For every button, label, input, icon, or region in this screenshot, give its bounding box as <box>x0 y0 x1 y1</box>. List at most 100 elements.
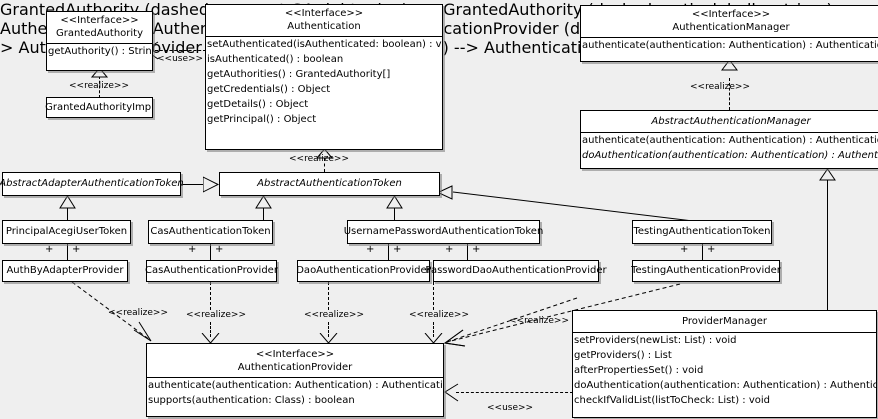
class-box-authentication[interactable]: <<Interface>> Authentication setAuthenti… <box>205 4 443 150</box>
class-name-principal-acegi-user-token: PrincipalAcegiUserToken <box>5 226 128 237</box>
class-box-granted-authority-impl[interactable]: GrantedAuthorityImpl <box>45 97 154 118</box>
class-name-abstract-authentication-token: AbstractAuthenticationToken <box>257 178 402 189</box>
realize-line-abstract-authentication-manager <box>729 78 730 110</box>
association-marker-right-dao: + <box>393 244 402 255</box>
operation-item: checkIfValidList(listToCheck: List) : vo… <box>574 395 771 406</box>
generalization-line-provider-manager <box>827 180 828 310</box>
relationship-label-realize-granted-authority-impl: <<realize>> <box>69 81 129 91</box>
operation-item: getAuthority() : String <box>48 46 152 57</box>
class-header-granted-authority: <<Interface>> GrantedAuthority <box>47 12 152 43</box>
operation-item: afterPropertiesSet() : void <box>574 365 704 376</box>
class-header-abstract-authentication-manager: AbstractAuthenticationManager <box>581 111 878 132</box>
operation-item: authenticate(authentication: Authenticat… <box>148 380 443 391</box>
generalization-line-principal-acegi-user-token <box>67 208 68 220</box>
generalization-triangle-abstract-authentication-manager <box>819 169 836 181</box>
class-box-abstract-adapter-authentication-token[interactable]: AbstractAdapterAuthenticationToken <box>0 172 184 196</box>
class-name-testing-authentication-token: TestingAuthenticationToken <box>633 226 771 237</box>
class-name-granted-authority-impl: GrantedAuthorityImpl <box>45 101 154 113</box>
operation-item: isAuthenticated() : boolean <box>207 54 344 65</box>
stereotype-label-authentication-manager: <<Interface>> <box>691 9 771 20</box>
association-line-upat-dao-provider <box>388 244 389 260</box>
class-box-authentication-provider[interactable]: <<Interface>> AuthenticationProvider aut… <box>146 343 444 417</box>
operation-item: getAuthorities() : GrantedAuthority[] <box>207 69 391 80</box>
operation-item: doAuthentication(authentication: Authent… <box>582 150 878 161</box>
class-name-provider-manager: ProviderManager <box>681 316 767 327</box>
association-line-principal-acegi-auth-by-adapter <box>67 244 68 260</box>
class-box-provider-manager[interactable]: ProviderManager setProviders(newList: Li… <box>572 310 877 418</box>
association-marker-right-testing: + <box>707 244 716 255</box>
generalization-triangle-granted-authority <box>91 68 108 78</box>
realize-line-abstract-authentication-token <box>324 158 325 172</box>
use-line-provider-manager <box>456 392 573 393</box>
relationship-label-realize-dao-provider: <<realize>> <box>304 310 364 320</box>
class-box-username-password-authentication-token[interactable]: UsernamePasswordAuthenticationToken <box>344 220 543 244</box>
generalization-triangle-authentication <box>316 149 333 159</box>
operation-item: doAuthentication(authentication: Authent… <box>574 380 876 391</box>
association-line-cas-token-cas-provider <box>210 244 211 260</box>
class-box-cas-authentication-token[interactable]: CasAuthenticationToken <box>148 220 273 244</box>
dependency-line-authentication-granted-authority <box>155 50 206 51</box>
relationship-label-use-granted-authority: <<use>> <box>157 54 204 64</box>
class-name-auth-by-adapter-provider: AuthByAdapterProvider <box>6 265 124 276</box>
operations-list-authentication-manager: authenticate(authentication: Authenticat… <box>581 38 878 53</box>
realize-line-password-dao-provider-lower <box>433 322 434 337</box>
operation-item: getProviders() : List <box>574 350 672 361</box>
class-name-password-dao-authentication-provider: PasswordDaoAuthenticationProvider <box>425 265 607 276</box>
association-marker-left-cas: + <box>188 244 197 255</box>
class-box-auth-by-adapter-provider[interactable]: AuthByAdapterProvider <box>2 260 128 282</box>
class-name-dao-authentication-provider: DaoAuthenticationProvider <box>296 265 431 276</box>
operation-item: authenticate(authentication: Authenticat… <box>582 40 878 51</box>
generalization-triangle-authentication-manager <box>721 60 738 71</box>
operations-list-provider-manager: setProviders(newList: List) : void getPr… <box>573 333 876 408</box>
association-marker-left-principal-acegi: + <box>45 244 54 255</box>
association-marker-left-password-dao: + <box>445 244 454 255</box>
generalization-triangle-abstract-authentication-token-left <box>203 176 219 193</box>
realize-line-auth-by-adapter-provider <box>71 281 152 342</box>
association-marker-left-testing: + <box>680 244 689 255</box>
class-separator-authentication <box>206 36 442 37</box>
association-line-upat-password-dao-provider <box>467 244 468 260</box>
operation-item: getPrincipal() : Object <box>207 114 317 125</box>
class-separator-authentication-manager <box>581 37 878 38</box>
class-box-principal-acegi-user-token[interactable]: PrincipalAcegiUserToken <box>2 220 131 244</box>
generalization-line-abstract-adapter-token <box>181 184 205 185</box>
class-box-abstract-authentication-manager[interactable]: AbstractAuthenticationManager authentica… <box>580 110 878 169</box>
class-name-granted-authority: GrantedAuthority <box>55 28 144 39</box>
operation-item: getDetails() : Object <box>207 99 309 110</box>
class-header-authentication: <<Interface>> Authentication <box>206 5 442 36</box>
operation-item: supports(authentication: Class) : boolea… <box>148 395 355 406</box>
class-box-testing-authentication-token[interactable]: TestingAuthenticationToken <box>632 220 772 244</box>
class-box-abstract-authentication-token[interactable]: AbstractAuthenticationToken <box>219 172 440 196</box>
class-name-cas-authentication-provider: CasAuthenticationProvider <box>145 265 278 276</box>
relationship-label-realize-abstract-authentication-token: <<realize>> <box>289 154 349 164</box>
class-name-cas-authentication-token: CasAuthenticationToken <box>150 226 271 237</box>
operations-list-abstract-authentication-manager: authenticate(authentication: Authenticat… <box>581 133 878 163</box>
class-header-authentication-manager: <<Interface>> AuthenticationManager <box>581 6 878 37</box>
association-marker-right-principal-acegi: + <box>72 244 81 255</box>
operations-list-granted-authority: getAuthority() : String <box>47 44 152 59</box>
operations-list-authentication-provider: authenticate(authentication: Authenticat… <box>147 378 443 408</box>
class-name-authentication-provider: AuthenticationProvider <box>237 362 353 373</box>
realize-line-password-dao-provider <box>433 282 434 310</box>
class-separator-granted-authority <box>47 43 152 44</box>
realize-line-dao-provider <box>328 282 329 310</box>
realize-line-granted-authority-impl <box>99 76 100 98</box>
stereotype-label-authentication: <<Interface>> <box>284 8 364 19</box>
class-box-dao-authentication-provider[interactable]: DaoAuthenticationProvider <box>296 260 431 282</box>
operation-item: getCredentials() : Object <box>207 84 331 95</box>
generalization-line-testing-authentication-token <box>436 185 694 222</box>
class-box-authentication-manager[interactable]: <<Interface>> AuthenticationManager auth… <box>580 5 878 62</box>
class-box-cas-authentication-provider[interactable]: CasAuthenticationProvider <box>145 260 278 282</box>
generalization-line-username-password-token <box>394 208 395 220</box>
class-box-testing-authentication-provider[interactable]: TestingAuthenticationProvider <box>631 260 781 282</box>
class-name-authentication-manager: AuthenticationManager <box>672 22 790 33</box>
association-line-testing-token-testing-provider <box>702 244 703 260</box>
operations-list-authentication: setAuthenticated(isAuthenticated: boolea… <box>206 37 442 127</box>
class-box-granted-authority[interactable]: <<Interface>> GrantedAuthority getAuthor… <box>46 11 153 71</box>
generalization-triangle-abstract-authentication-token-upat <box>386 196 403 209</box>
class-box-password-dao-authentication-provider[interactable]: PasswordDaoAuthenticationProvider <box>425 260 607 282</box>
realize-line-dao-provider-lower <box>328 322 329 337</box>
stereotype-label-authentication-provider: <<Interface>> <box>255 349 335 360</box>
class-name-abstract-adapter-authentication-token: AbstractAdapterAuthenticationToken <box>0 178 184 189</box>
realize-line-cas-provider <box>210 282 211 310</box>
